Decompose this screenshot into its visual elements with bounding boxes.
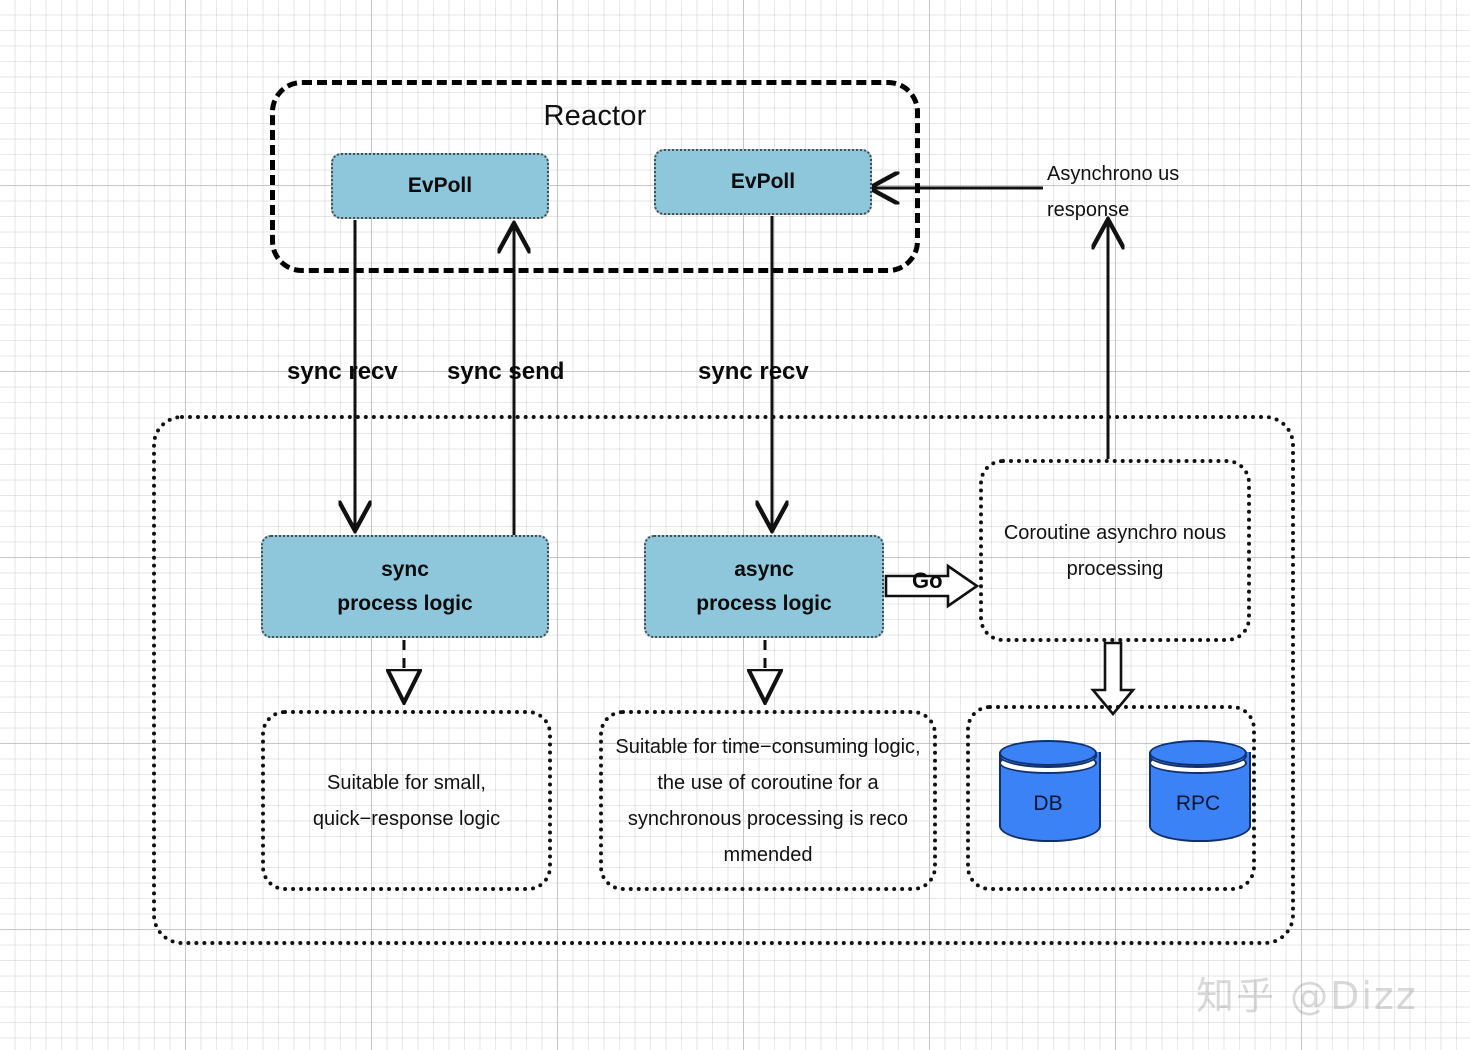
rpc-cylinder-top xyxy=(1149,740,1247,766)
async-description-label: Suitable for time−consuming logic, the u… xyxy=(615,735,921,866)
watermark: 知乎 @Dizz xyxy=(1196,974,1418,1018)
edge-label-go: Go xyxy=(912,568,943,593)
reactor-title: Reactor xyxy=(543,100,647,132)
edge-label-sync-recv-right: sync recv xyxy=(698,358,809,385)
reactor-container xyxy=(270,80,920,273)
rpc-cylinder-label: RPC xyxy=(1175,792,1221,815)
db-cylinder[interactable]: DB xyxy=(999,740,1101,850)
sync-process-logic-line2: process logic xyxy=(337,591,473,615)
evpoll-right-label: EvPoll xyxy=(730,170,796,193)
sync-process-logic-line1: sync xyxy=(381,557,429,581)
processing-container xyxy=(152,415,1295,945)
db-cylinder-label: DB xyxy=(1033,792,1063,815)
async-description-box: Suitable for time−consuming logic, the u… xyxy=(599,710,937,891)
sync-description-label: Suitable for small, quick−response logic xyxy=(312,771,501,830)
evpoll-left-box[interactable]: EvPoll xyxy=(331,153,549,219)
edge-label-sync-send: sync send xyxy=(447,358,565,385)
evpoll-right-box[interactable]: EvPoll xyxy=(654,149,872,215)
async-process-logic-line2: process logic xyxy=(696,591,832,615)
coroutine-processing-label: Coroutine asynchro nous processing xyxy=(1003,521,1227,580)
async-process-logic-box[interactable]: async process logic xyxy=(644,535,884,638)
db-cylinder-top xyxy=(999,740,1097,766)
evpoll-left-label: EvPoll xyxy=(407,174,473,197)
rpc-cylinder[interactable]: RPC xyxy=(1149,740,1251,850)
async-process-logic-line1: async xyxy=(734,557,794,581)
sync-process-logic-box[interactable]: sync process logic xyxy=(261,535,549,638)
storage-container xyxy=(966,705,1256,891)
storage-cylinders: DB RPC xyxy=(999,740,1251,850)
edge-label-sync-recv-left: sync recv xyxy=(287,358,398,385)
coroutine-processing-box[interactable]: Coroutine asynchro nous processing xyxy=(979,459,1251,642)
async-response-label: Asynchrono us response xyxy=(1047,163,1180,221)
sync-description-box: Suitable for small, quick−response logic xyxy=(261,710,552,891)
